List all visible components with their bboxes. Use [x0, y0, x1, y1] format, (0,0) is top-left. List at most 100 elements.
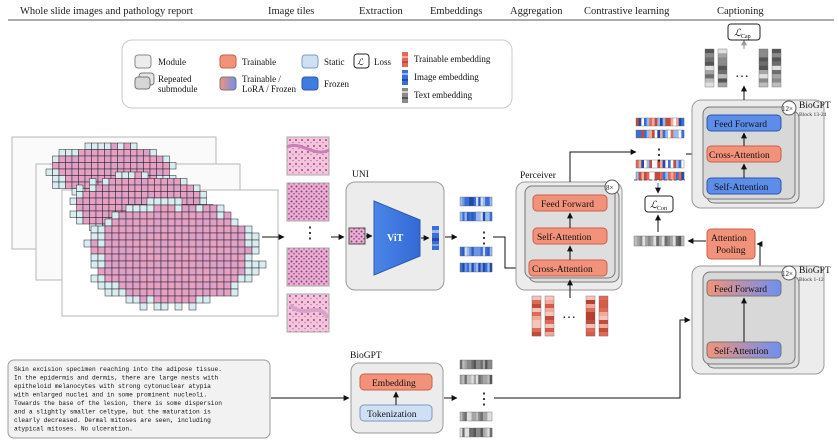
wsi-tile	[195, 274, 204, 283]
wsi-tile	[78, 162, 86, 170]
wsi-tile	[141, 191, 149, 199]
wsi-tile	[181, 267, 190, 276]
wsi-tile	[117, 149, 125, 157]
perceiver-latent-embeddings	[531, 295, 609, 337]
wsi-tile	[125, 281, 134, 290]
wsi-tile	[111, 211, 120, 220]
wsi-tile	[188, 253, 197, 262]
wsi-tile	[202, 281, 211, 290]
wsi-tile	[223, 218, 232, 227]
wsi-tile	[181, 211, 190, 220]
wsi-tile	[146, 246, 155, 255]
pooled-text-embedding	[633, 235, 685, 247]
wsi-tile	[230, 274, 239, 283]
wsi-tile	[110, 162, 118, 170]
biogpt-upper-title: BioGPT	[799, 101, 831, 111]
wsi-tile	[84, 142, 92, 150]
report-line: atypical mitoses. No ulceration.	[14, 426, 133, 433]
latent-embedding	[585, 295, 596, 337]
legend-frozen-label: Frozen	[324, 79, 349, 89]
wsi-tile	[153, 253, 162, 262]
wsi-tile	[84, 168, 92, 176]
wsi-tile	[202, 232, 211, 241]
stage-embeddings: Embeddings	[430, 6, 483, 17]
wsi-tile	[130, 162, 138, 170]
wsi-tile	[244, 246, 253, 255]
wsi-tile	[186, 191, 194, 199]
wsi-tile	[78, 175, 86, 183]
wsi-tile	[202, 267, 211, 276]
wsi-tile	[143, 162, 151, 170]
wsi-tile	[125, 204, 134, 213]
wsi-tile	[251, 239, 260, 248]
wsi-tile	[71, 162, 79, 170]
wsi-tile	[258, 260, 267, 269]
wsi-tile	[230, 246, 239, 255]
wsi-tile	[125, 218, 134, 227]
wsi-tile	[162, 162, 170, 170]
wsi-tile	[91, 168, 99, 176]
wsi-tile	[153, 288, 162, 297]
wsi-tile	[195, 288, 204, 297]
wsi-tile	[230, 232, 239, 241]
wsi-tile	[209, 288, 218, 297]
wsi-tile	[230, 253, 239, 262]
wsi-tile	[76, 184, 84, 192]
wsi-tile	[132, 225, 141, 234]
wsi-tile	[244, 225, 253, 234]
wsi-tile	[136, 162, 144, 170]
wsi-tile	[69, 210, 77, 218]
stage-extraction: Extraction	[359, 6, 403, 17]
wsi-tile	[52, 175, 60, 183]
latent-embedding	[598, 295, 609, 337]
wsi-tile	[230, 288, 239, 297]
legend-trainable-embedding-swatch	[402, 52, 408, 67]
wsi-tile	[209, 204, 218, 213]
wsi-tile	[118, 246, 127, 255]
wsi-tile	[237, 253, 246, 262]
wsi-tile	[167, 295, 176, 304]
wsi-tile	[118, 232, 127, 241]
wsi-tile	[195, 260, 204, 269]
wsi-tile	[89, 210, 97, 218]
legend-static-swatch	[301, 54, 319, 69]
arrow-text-to-biogpt-lower	[494, 317, 691, 399]
latents-ellipsis: …	[562, 307, 576, 322]
wsi-tile	[125, 253, 134, 262]
wsi-tile	[154, 191, 162, 199]
legend-text-embedding-label: Text embedding	[414, 90, 473, 100]
legend-loss-symbol: ℒ	[357, 57, 364, 67]
wsi-tile	[181, 239, 190, 248]
wsi-tile	[237, 239, 246, 248]
wsi-tile	[97, 149, 105, 157]
caption-embedding	[717, 48, 728, 88]
wsi-tile	[118, 274, 127, 283]
wsi-tile	[123, 142, 131, 150]
wsi-tile	[167, 184, 175, 192]
wsi-tile	[153, 260, 162, 269]
wsi-tile	[104, 168, 112, 176]
wsi-tile	[149, 155, 157, 163]
wsi-tile	[65, 168, 73, 176]
wsi-tile	[58, 175, 66, 183]
wsi-tile	[121, 178, 129, 186]
wsi-tile	[173, 184, 181, 192]
report-line: Towards the base of the lesion, there is…	[14, 400, 222, 407]
wsi-tile	[169, 162, 177, 170]
wsi-tile	[230, 225, 239, 234]
wsi-tile	[167, 260, 176, 269]
wsi-tile	[125, 274, 134, 283]
wsi-tile	[167, 204, 176, 213]
wsi-tile	[188, 260, 197, 269]
wsi-tile	[97, 260, 106, 269]
wsi-tile	[132, 281, 141, 290]
aggregated-embeddings	[635, 117, 685, 181]
wsi-tile	[130, 149, 138, 157]
wsi-tile	[216, 288, 225, 297]
wsi-tile	[108, 191, 116, 199]
wsi-tile	[237, 260, 246, 269]
report-line: epitheloid melanocytes with strong cyton…	[14, 383, 211, 390]
wsi-tile	[58, 181, 66, 189]
wsi-tile	[132, 260, 141, 269]
